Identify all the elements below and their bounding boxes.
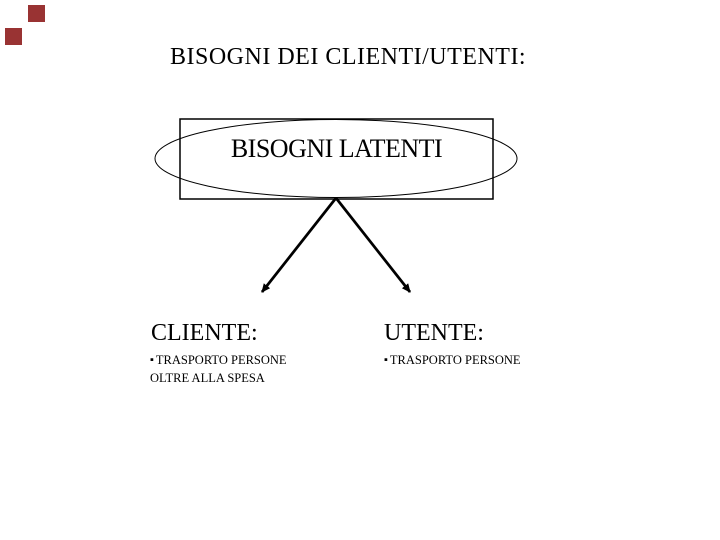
cliente-bullet-text-line2: OLTRE ALLA SPESA xyxy=(150,371,265,385)
utente-heading: UTENTE: xyxy=(384,320,484,346)
cliente-bullet-item: ▪TRASPORTO PERSONE xyxy=(150,351,300,369)
arrow-to-cliente xyxy=(260,197,338,293)
utente-bullet-item: ▪TRASPORTO PERSONE xyxy=(384,351,544,369)
cliente-heading: CLIENTE: xyxy=(151,320,258,346)
square-bullet-icon: ▪ xyxy=(150,354,154,366)
utente-bullet-list: ▪TRASPORTO PERSONE xyxy=(384,351,544,369)
cliente-bullet-text-line1: TRASPORTO PERSONE xyxy=(155,353,287,367)
slide-title: BISOGNI DEI CLIENTI/UTENTI: xyxy=(170,44,527,70)
cliente-bullet-list: ▪TRASPORTO PERSONE OLTRE ALLA SPESA xyxy=(150,351,300,387)
cliente-bullet-item-wrap: OLTRE ALLA SPESA xyxy=(150,369,300,387)
latent-needs-label: BISOGNI LATENTI xyxy=(230,134,443,163)
corner-decor-square-top xyxy=(28,5,45,22)
square-bullet-icon: ▪ xyxy=(384,354,388,366)
arrow-to-utente xyxy=(334,197,412,293)
latent-needs-ellipse xyxy=(154,119,518,198)
utente-bullet-text-line1: TRASPORTO PERSONE xyxy=(389,353,521,367)
corner-decor-square-left xyxy=(5,28,22,45)
